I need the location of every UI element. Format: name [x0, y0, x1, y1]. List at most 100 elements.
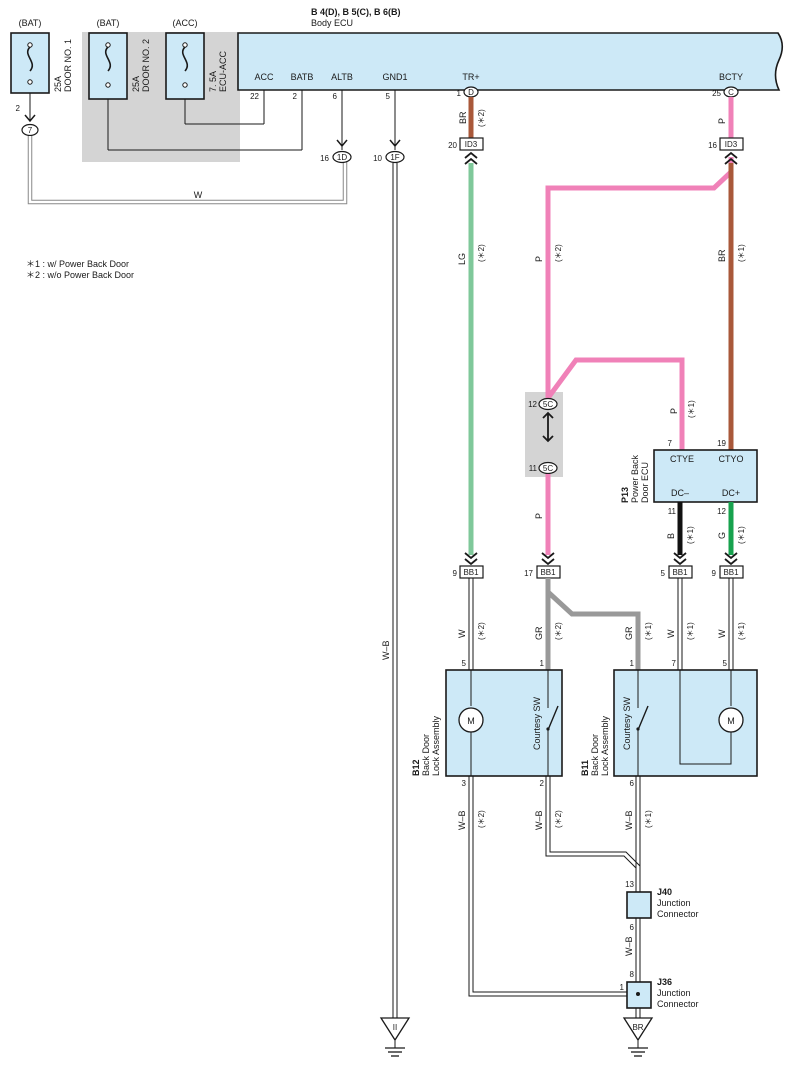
pbd-name-2: Door ECU	[640, 462, 650, 503]
wire-lg-spec: (＊2)	[477, 244, 486, 262]
j40-name-1: Junction	[657, 898, 691, 908]
b12-name-1: Back Door	[421, 734, 431, 776]
j36-name-1: Junction	[657, 988, 691, 998]
wire-gr-label-2: GR	[624, 626, 634, 640]
wire-w-spec-b11b: (＊1)	[737, 622, 746, 640]
wire-br-label-2: BR	[717, 249, 727, 262]
pbd-ctye: CTYE	[670, 454, 694, 464]
top-left-thin-wires	[29, 90, 396, 151]
pin-gnd1-label: GND1	[382, 72, 407, 82]
pbd-pin-dcp: 12	[717, 507, 726, 516]
b11-code: B11	[580, 760, 590, 776]
b11-sw: Courtesy SW	[622, 696, 632, 750]
wire-br-label-1: BR	[458, 111, 468, 124]
wire-gr-label-1: GR	[534, 626, 544, 640]
fuse1-rating: 25A	[53, 76, 63, 92]
conn7-pin: 2	[16, 104, 21, 113]
pin-batb-label: BATB	[291, 72, 314, 82]
ground-1: II	[379, 1017, 411, 1057]
pbd-ctyo: CTYO	[718, 454, 743, 464]
body-ecu: B 4(D), B 5(C), B 6(B) Body ECU ACC BATB…	[237, 7, 784, 101]
wire-wb-spec-b11: (＊1)	[644, 810, 653, 828]
ground-1-label: II	[393, 1023, 397, 1032]
wire-w-label-b12: W	[457, 629, 467, 638]
fuse3-name: ECU-ACC	[218, 50, 228, 92]
c5-top-id: 5C	[543, 400, 553, 409]
b11-name-2: Lock Assembly	[600, 715, 610, 776]
conn1d-pin: 16	[320, 154, 329, 163]
pin-gnd1-num: 5	[386, 92, 391, 101]
pbd-pin-dcm: 11	[668, 507, 677, 516]
bb1-d-id: BB1	[723, 568, 739, 577]
wire-wb-spec-b12sw: (＊2)	[554, 810, 563, 828]
j36-junction-connector: 8 1 J36 Junction Connector	[620, 970, 699, 1009]
wire-wb-label-j40: W–B	[624, 936, 634, 956]
b11-pin5: 5	[723, 659, 728, 668]
fuse1-name: DOOR NO. 1	[63, 39, 73, 92]
wire-w-loop: W	[27, 136, 348, 205]
fuse3-rating: 7. 5A	[208, 71, 218, 92]
bb1-b-id: BB1	[540, 568, 556, 577]
wire-gr: GR (＊2) GR (＊1)	[534, 578, 653, 670]
bb1-b-pin: 17	[524, 569, 533, 578]
wire-lg-label: LG	[457, 253, 467, 265]
b11-name-1: Back Door	[590, 734, 600, 776]
note-2: ＊2 : w/o Power Back Door	[26, 270, 134, 280]
connector-1d: 16 1D	[320, 139, 352, 164]
ecu-name: Body ECU	[311, 18, 353, 28]
wire-p-spec-1: (＊2)	[554, 244, 563, 262]
b11-motor-icon: M	[727, 716, 735, 726]
j40-code: J40	[657, 887, 672, 897]
pbd-dcp: DC+	[722, 488, 740, 498]
fuse-ecu-acc: (ACC) 7. 5A ECU-ACC	[165, 18, 228, 100]
conn1f-pin: 10	[373, 154, 382, 163]
conn-c-letter: C	[728, 88, 734, 97]
pbd-dcm: DC–	[671, 488, 689, 498]
pbd-code: P13	[620, 487, 630, 503]
wire-b-spec: (＊1)	[686, 526, 695, 544]
c5-bot-id: 5C	[543, 464, 553, 473]
b11-pin7: 7	[672, 659, 677, 668]
wire-b-label: B	[666, 533, 676, 539]
wire-wb-spec-b12: (＊2)	[477, 810, 486, 828]
bb1-a-id: BB1	[463, 568, 479, 577]
b12-pin5: 5	[462, 659, 467, 668]
fuse2-source: (BAT)	[97, 18, 120, 28]
id3-bc-id: ID3	[725, 140, 738, 149]
wire-w-spec-b12: (＊2)	[477, 622, 486, 640]
b11-back-door-lock: 1 7 5 Courtesy SW M B11 Back Door Lock A…	[580, 659, 758, 788]
c5-bot-pin: 11	[529, 464, 538, 473]
pin-trplus-label: TR+	[462, 72, 479, 82]
id3-tr-pin: 20	[448, 141, 457, 150]
bb1-d-pin: 9	[712, 569, 717, 578]
b12-back-door-lock: 5 1 M Courtesy SW B12 Back Door Lock Ass…	[411, 659, 563, 788]
pin-bcty-num: 25	[712, 89, 721, 98]
conn7-id: 7	[28, 126, 33, 135]
power-back-door-ecu: 7 19 CTYE CTYO DC– DC+ P13 Power Back Do…	[620, 439, 758, 516]
b12-pin1: 1	[540, 659, 545, 668]
pbd-name-1: Power Back	[630, 454, 640, 503]
wire-w-label-b11a: W	[666, 629, 676, 638]
wire-p-spec-2: (＊1)	[687, 400, 696, 418]
wire-wb-label-b11: W–B	[624, 810, 634, 830]
b12-name-2: Lock Assembly	[431, 715, 441, 776]
fuse-door-no1: (BAT) 25A DOOR NO. 1	[10, 18, 73, 94]
b12-pin3: 3	[462, 779, 467, 788]
bb1-a-pin: 9	[453, 569, 458, 578]
wire-g-label: G	[717, 532, 727, 539]
b11-pin6: 6	[630, 779, 635, 788]
pin-altb-num: 6	[333, 92, 338, 101]
fuse-door-no2: (BAT) 25A DOOR NO. 2	[88, 18, 151, 100]
j36-pin1: 1	[620, 983, 625, 992]
note-1: ＊1 : w/ Power Back Door	[26, 259, 129, 269]
wire-g-spec: (＊1)	[737, 526, 746, 544]
b12-pin2: 2	[540, 779, 545, 788]
wire-wb-ground-1: W–B	[381, 163, 398, 1018]
id3-bc-pin: 16	[708, 141, 717, 150]
wire-wb-label-b12: W–B	[457, 810, 467, 830]
connector-7: 2 7	[16, 104, 39, 137]
pin-bcty-label: BCTY	[719, 72, 743, 82]
pbd-pin-ctye: 7	[668, 439, 673, 448]
wire-br-spec-1: (＊2)	[477, 109, 486, 127]
j36-name-2: Connector	[657, 999, 699, 1009]
